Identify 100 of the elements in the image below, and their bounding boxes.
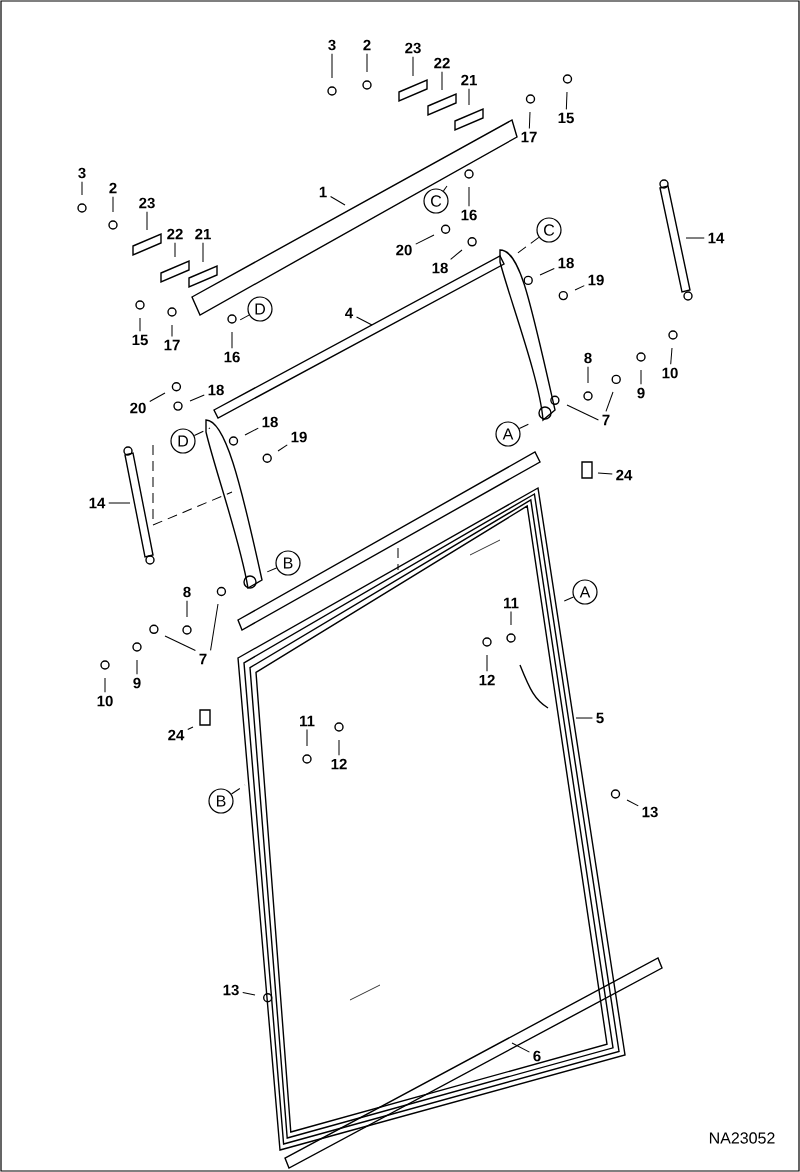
callout-number: 13 bbox=[223, 984, 239, 996]
leader-line bbox=[146, 211, 148, 231]
leader-line bbox=[244, 427, 259, 436]
leader-line bbox=[136, 659, 138, 675]
leader-line bbox=[139, 317, 141, 332]
leader-line bbox=[511, 1042, 530, 1053]
leader-line bbox=[566, 404, 599, 421]
leader-line bbox=[575, 717, 593, 719]
callout-number: 16 bbox=[461, 209, 477, 221]
callout-number: 19 bbox=[588, 274, 604, 286]
leader-line bbox=[366, 53, 368, 73]
leader-line bbox=[231, 331, 233, 349]
callout-number: 19 bbox=[291, 431, 307, 443]
callout-number: 3 bbox=[78, 167, 86, 179]
leader-line bbox=[539, 267, 555, 276]
leader-line bbox=[597, 472, 613, 475]
callout-number: 16 bbox=[224, 351, 240, 363]
leader-line bbox=[468, 186, 470, 207]
leader-line bbox=[605, 391, 614, 412]
leader-line bbox=[338, 739, 340, 756]
callout-number: 22 bbox=[167, 228, 183, 240]
leader-line bbox=[81, 181, 83, 196]
leader-line bbox=[415, 234, 435, 245]
leader-line bbox=[356, 316, 373, 326]
leader-line bbox=[412, 56, 414, 77]
leader-line bbox=[187, 726, 194, 730]
leader-line bbox=[164, 635, 196, 651]
callout-number: 23 bbox=[139, 197, 155, 209]
callout-number: 14 bbox=[708, 232, 725, 244]
callout-number: 12 bbox=[331, 758, 347, 770]
leader-line bbox=[189, 394, 205, 402]
callout-number: 18 bbox=[208, 384, 224, 396]
callout-number: 21 bbox=[461, 74, 477, 86]
leader-line bbox=[450, 249, 463, 260]
leader-line bbox=[266, 567, 277, 573]
callout-number: 21 bbox=[195, 228, 211, 240]
leader-line bbox=[442, 185, 448, 192]
callout-number: 7 bbox=[602, 414, 610, 426]
callout-number: 11 bbox=[300, 715, 315, 727]
leader-line bbox=[640, 369, 642, 385]
callout-number: 18 bbox=[558, 257, 574, 269]
callout-number: 15 bbox=[132, 334, 148, 346]
leader-line bbox=[186, 600, 188, 618]
callout-number: 17 bbox=[164, 339, 180, 351]
callout-number: 1 bbox=[319, 186, 327, 198]
callout-number: 5 bbox=[596, 712, 604, 724]
leader-line bbox=[685, 237, 705, 239]
leader-line bbox=[468, 88, 470, 106]
leader-line bbox=[210, 603, 219, 651]
callout-number: 18 bbox=[262, 416, 278, 428]
leader-line bbox=[574, 285, 585, 291]
leader-line bbox=[486, 654, 488, 672]
leader-line bbox=[626, 799, 639, 807]
leader-line bbox=[441, 71, 443, 91]
drawing-number: NA23052 bbox=[709, 1132, 775, 1144]
leader-line bbox=[171, 324, 173, 337]
leader-line bbox=[108, 502, 131, 504]
callout-number: 6 bbox=[533, 1050, 541, 1062]
callout-number: 24 bbox=[168, 729, 185, 741]
leader-line bbox=[202, 242, 204, 263]
leader-line bbox=[565, 91, 568, 110]
callout-number: 23 bbox=[405, 42, 421, 54]
callout-number: 10 bbox=[662, 367, 678, 379]
callout-number: 14 bbox=[89, 497, 106, 509]
callout-number: 22 bbox=[434, 57, 450, 69]
callout-number: 24 bbox=[616, 469, 633, 481]
leader-line bbox=[330, 196, 346, 206]
leader-line bbox=[174, 242, 176, 258]
leader-line bbox=[104, 677, 106, 693]
callout-number: 7 bbox=[199, 653, 207, 665]
leader-line bbox=[242, 991, 256, 996]
callout-number: 17 bbox=[521, 131, 537, 143]
callout-number: 8 bbox=[183, 586, 191, 598]
leader-line bbox=[277, 444, 288, 452]
callout-number: 10 bbox=[97, 695, 113, 707]
callout-number: 15 bbox=[558, 112, 574, 124]
callout-number: 12 bbox=[479, 674, 495, 686]
leader-line bbox=[239, 314, 250, 321]
leader-line bbox=[331, 53, 333, 79]
leader-line bbox=[518, 422, 532, 430]
callout-number: 11 bbox=[504, 597, 519, 609]
leader-line bbox=[587, 366, 589, 384]
leader-line bbox=[306, 729, 308, 747]
callout-number: 9 bbox=[637, 387, 645, 399]
callout-number: 3 bbox=[328, 39, 336, 51]
leader-line bbox=[528, 111, 531, 129]
callout-number: 2 bbox=[363, 39, 371, 51]
callout-number: 18 bbox=[432, 262, 448, 274]
leader-line bbox=[149, 392, 166, 402]
callout-number: 20 bbox=[396, 244, 412, 256]
leader-line bbox=[514, 236, 540, 256]
leader-line bbox=[193, 427, 211, 437]
leader-line bbox=[561, 596, 574, 603]
callout-number: 20 bbox=[130, 402, 146, 414]
leader-line bbox=[510, 611, 512, 626]
callout-number: 13 bbox=[642, 806, 658, 818]
callout-number: 2 bbox=[109, 182, 117, 194]
callout-number: 4 bbox=[345, 307, 354, 319]
callout-number: 8 bbox=[584, 352, 592, 364]
leader-line bbox=[670, 347, 673, 365]
